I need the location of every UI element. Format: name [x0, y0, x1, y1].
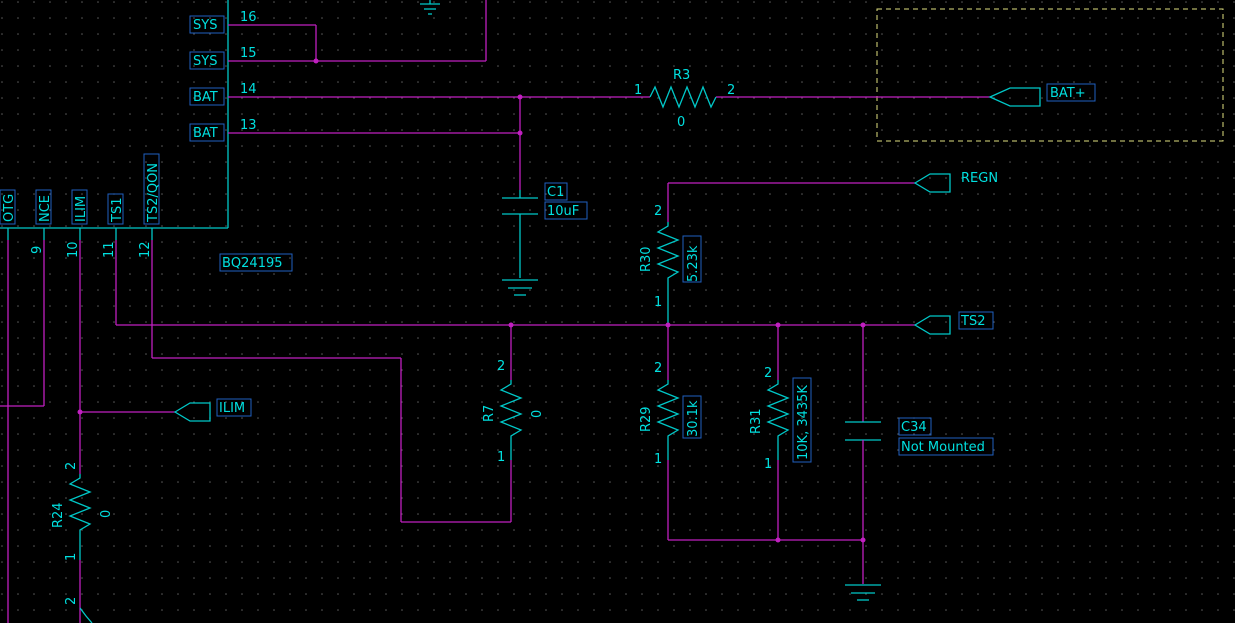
svg-text:1: 1	[654, 452, 662, 467]
svg-text:2: 2	[497, 359, 505, 374]
svg-text:1: 1	[764, 457, 772, 472]
ic-name: BQ24195	[222, 256, 283, 271]
net-label-bat-plus[interactable]: BAT+	[988, 83, 1096, 107]
net-bat[interactable]	[228, 94, 990, 191]
svg-text:2: 2	[64, 597, 79, 605]
svg-text:2: 2	[727, 83, 735, 98]
ic-pin-sys-15[interactable]: SYS 15	[189, 46, 257, 70]
svg-text:10uF: 10uF	[547, 204, 579, 219]
ic-pin-otg[interactable]: OTG	[0, 189, 17, 225]
ic-pin-ilim[interactable]: ILIM 10	[66, 189, 89, 258]
svg-text:12: 12	[138, 241, 153, 258]
net-regn[interactable]	[667, 182, 915, 222]
net-ground-bus[interactable]	[668, 537, 866, 543]
svg-text:TS2: TS2	[960, 314, 985, 329]
svg-text:11: 11	[102, 241, 117, 258]
svg-text:BAT+: BAT+	[1050, 86, 1086, 101]
ic-body[interactable]	[0, 0, 229, 240]
svg-text:9: 9	[30, 246, 45, 254]
svg-text:C34: C34	[901, 420, 927, 435]
svg-text:R7: R7	[482, 405, 497, 422]
keepout-region	[876, 8, 1224, 142]
ic-pin-ts1[interactable]: TS1 11	[102, 193, 125, 258]
ic-pin-bat-13[interactable]: BAT 13	[189, 118, 257, 142]
net-label-ilim[interactable]: ILIM	[173, 398, 252, 422]
resistor-r31[interactable]: R31 10K, 3435K 2 1	[749, 325, 812, 540]
ic-pin-ts2-qon[interactable]: TS2/QON 12	[138, 153, 161, 258]
capacitor-c34[interactable]: C34 Not Mounted	[845, 325, 994, 584]
svg-text:14: 14	[240, 82, 257, 97]
svg-text:R29: R29	[639, 406, 654, 432]
resistor-r24[interactable]: R24 0 2 1 2	[51, 462, 114, 623]
net-sys[interactable]	[228, 0, 487, 64]
svg-text:1: 1	[497, 450, 505, 465]
svg-text:13: 13	[240, 118, 257, 133]
svg-text:REGN: REGN	[961, 171, 998, 186]
svg-text:2: 2	[654, 204, 662, 219]
svg-text:1: 1	[634, 83, 642, 98]
ic-pin-nce[interactable]: NCE 9	[30, 189, 53, 254]
svg-text:0: 0	[530, 410, 545, 418]
svg-text:2: 2	[764, 366, 772, 381]
svg-text:R30: R30	[639, 246, 654, 272]
ic-pin-bat-14[interactable]: BAT 14	[189, 82, 257, 106]
svg-text:10K, 3435K: 10K, 3435K	[796, 385, 811, 460]
svg-text:5.23k: 5.23k	[686, 245, 701, 282]
svg-text:TS1: TS1	[110, 198, 125, 223]
svg-text:ILIM: ILIM	[74, 196, 89, 222]
capacitor-c1[interactable]: C1 10uF	[502, 182, 588, 278]
svg-text:Not Mounted: Not Mounted	[901, 440, 985, 455]
resistor-r3[interactable]: R3 0 1 2	[634, 68, 735, 130]
svg-text:15: 15	[240, 46, 257, 61]
svg-text:2: 2	[654, 361, 662, 376]
svg-text:SYS: SYS	[193, 54, 217, 69]
svg-text:TS2/QON: TS2/QON	[146, 163, 161, 223]
svg-text:1: 1	[654, 295, 662, 310]
svg-text:C1: C1	[547, 185, 564, 200]
svg-text:BAT: BAT	[193, 126, 218, 141]
svg-text:NCE: NCE	[38, 195, 53, 222]
ground-symbol-c1	[502, 279, 538, 296]
net-ts2-qon[interactable]	[151, 240, 512, 523]
net-label-ts2[interactable]: TS2	[913, 311, 994, 335]
svg-text:30.1k: 30.1k	[686, 400, 701, 437]
resistor-r29[interactable]: R29 30.1k 2 1	[639, 325, 702, 540]
svg-text:ILIM: ILIM	[219, 401, 245, 416]
svg-text:0: 0	[677, 115, 685, 130]
resistor-r30[interactable]: R30 5.23k 2 1	[639, 204, 702, 324]
svg-text:OTG: OTG	[2, 194, 17, 222]
ground-symbol-top	[420, 0, 440, 15]
svg-text:BAT: BAT	[193, 90, 218, 105]
svg-text:0: 0	[99, 510, 114, 518]
ic-pin-sys-16[interactable]: SYS 16	[189, 10, 257, 34]
resistor-r7[interactable]: R7 0 2 1	[482, 359, 545, 465]
net-label-regn[interactable]: REGN	[913, 171, 998, 193]
svg-text:R3: R3	[673, 68, 690, 83]
net-nce[interactable]	[0, 240, 45, 407]
svg-text:2: 2	[64, 462, 79, 470]
svg-text:16: 16	[240, 10, 257, 25]
svg-text:10: 10	[66, 241, 81, 258]
svg-text:SYS: SYS	[193, 18, 217, 33]
net-ilim[interactable]	[77, 240, 176, 474]
svg-text:R24: R24	[51, 502, 66, 528]
svg-text:R31: R31	[749, 408, 764, 434]
ic-name-box	[219, 253, 293, 272]
svg-text:1: 1	[64, 553, 79, 561]
ground-symbol-c34	[845, 584, 881, 601]
